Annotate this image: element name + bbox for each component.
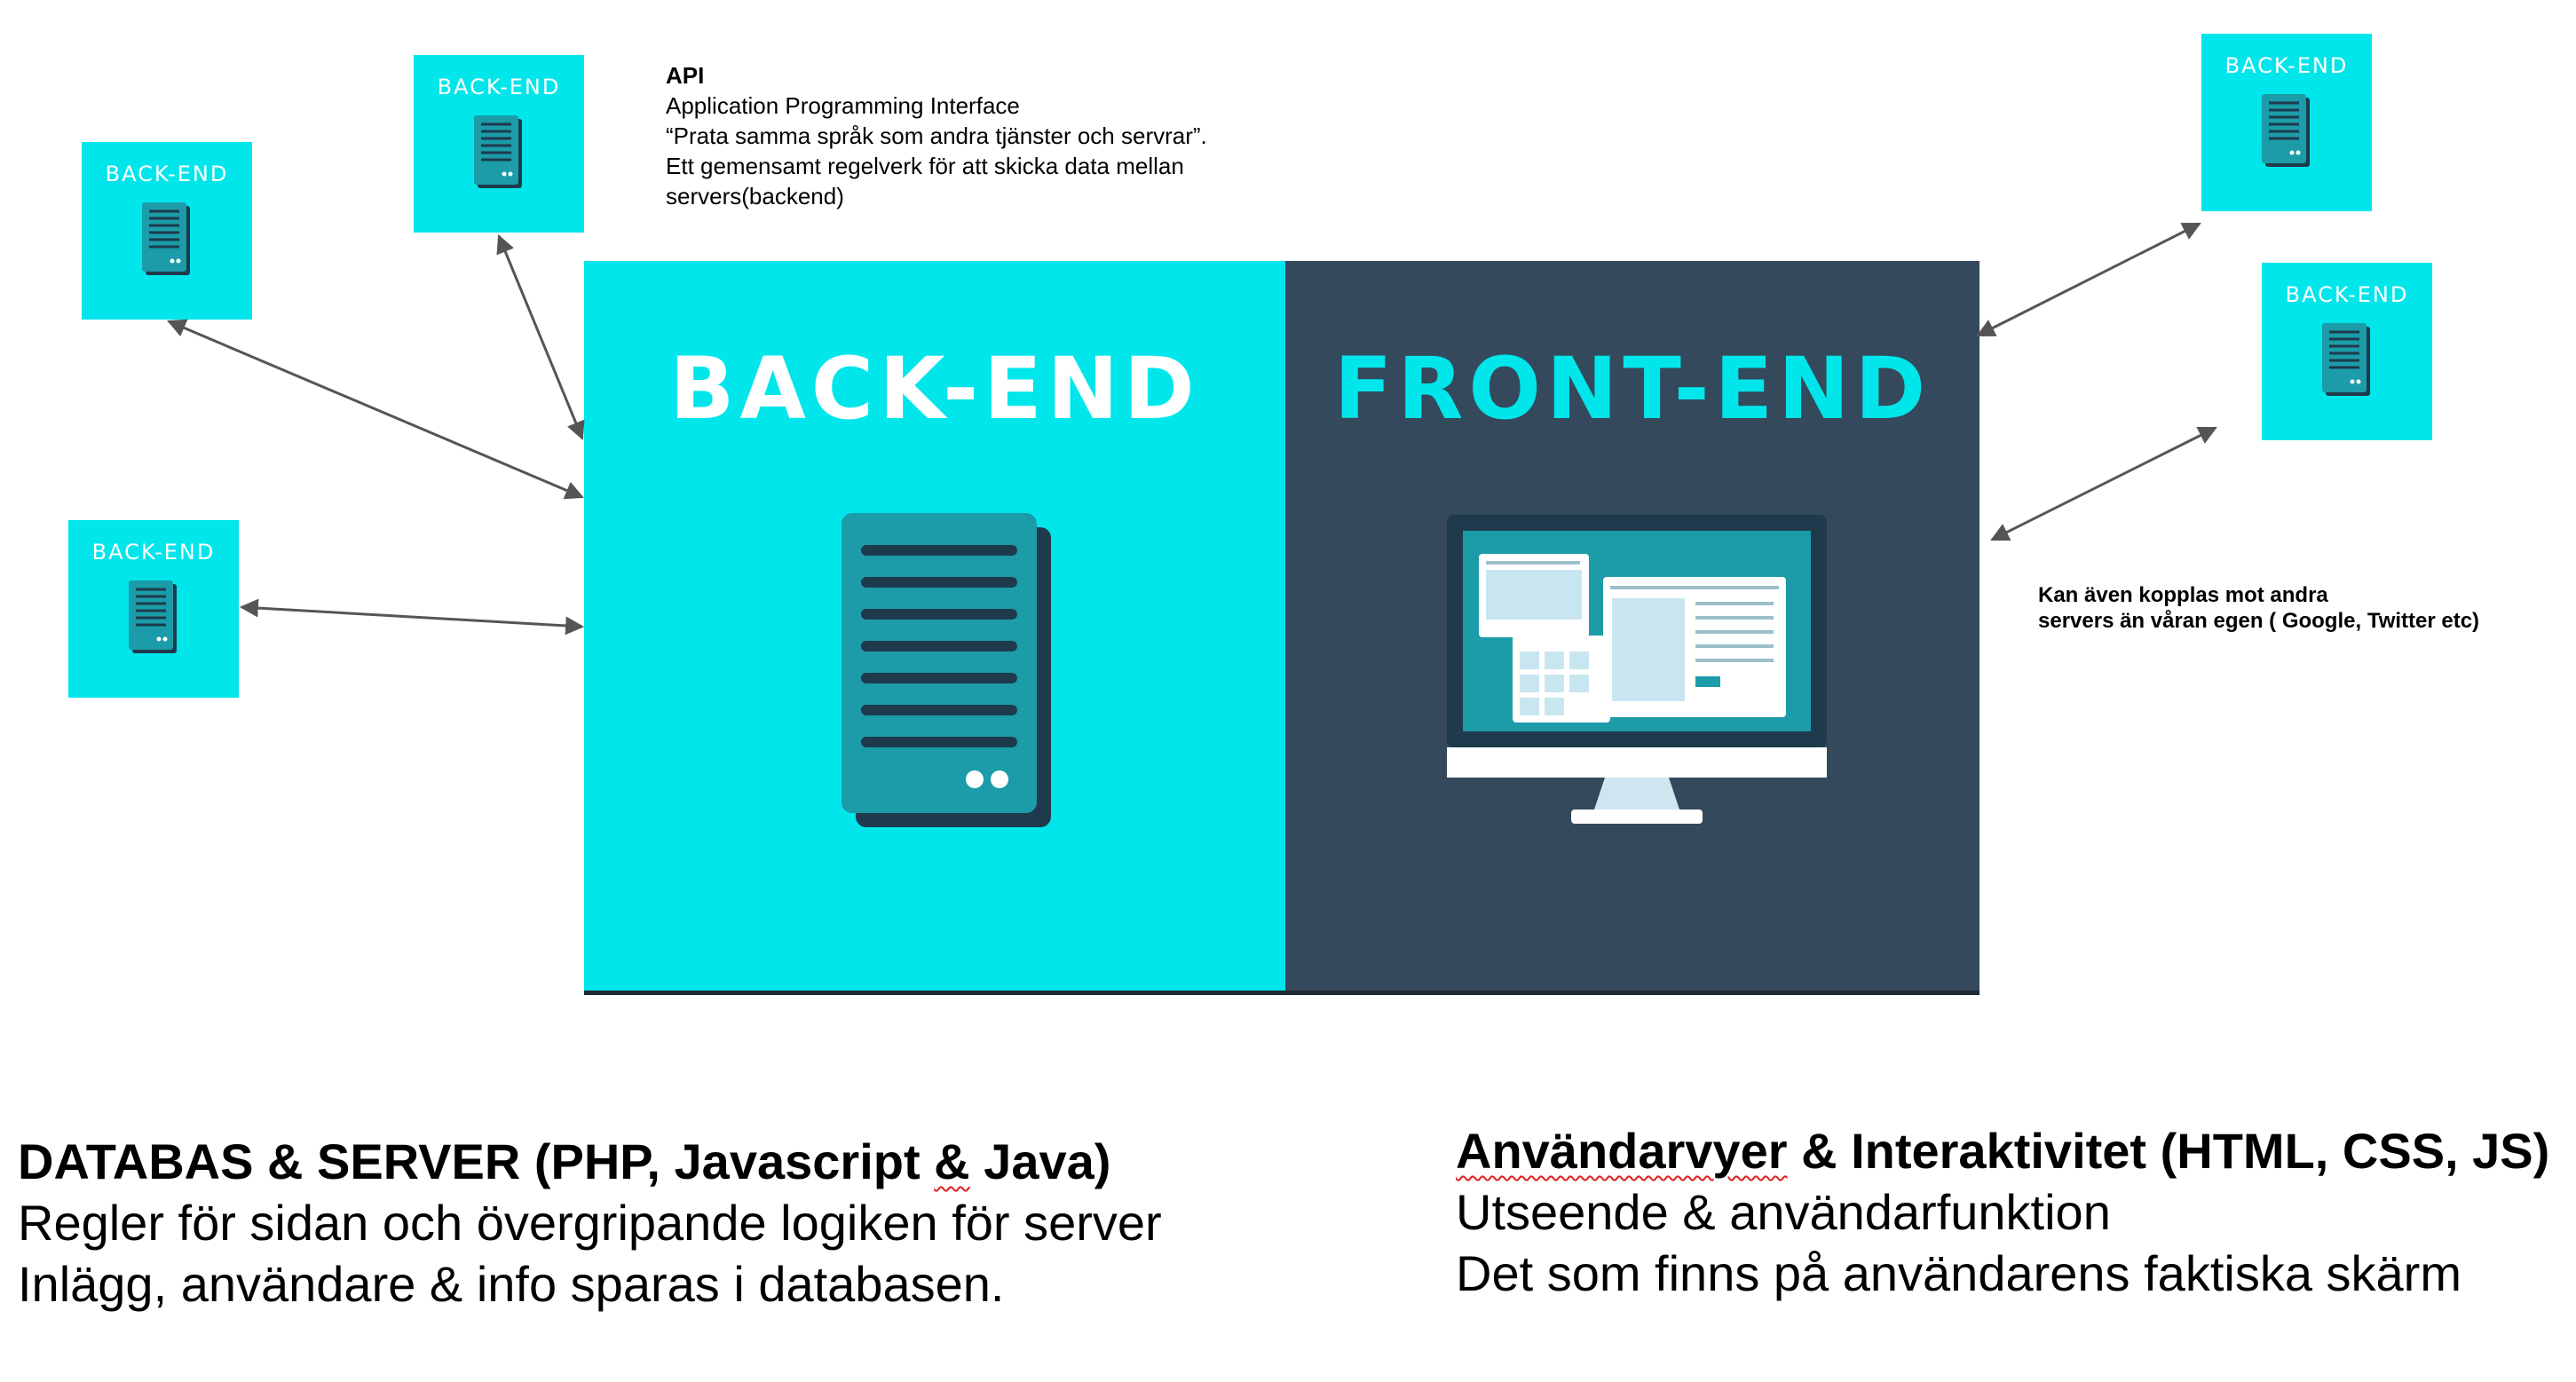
backend-box-right-middle: BACK-END: [2262, 263, 2432, 440]
frontend-panel: FRONT-END: [1285, 261, 1979, 992]
caption-right-heading-part: & Interaktivitet (HTML, CSS, JS): [1787, 1123, 2550, 1179]
api-line-4: servers(backend): [666, 183, 844, 209]
server-icon: [2322, 323, 2370, 396]
caption-left: DATABAS & SERVER (PHP, Javascript & Java…: [18, 1131, 1162, 1315]
side-note-line-1: Kan även kopplas mot andra: [2038, 583, 2328, 607]
server-icon: [474, 115, 522, 188]
server-icon: [129, 580, 177, 653]
caption-right: Användarvyer & Interaktivitet (HTML, CSS…: [1456, 1120, 2549, 1304]
frontend-title: FRONT-END: [1333, 339, 1932, 438]
arrow-top: [496, 234, 585, 440]
caption-left-heading-part: DATABAS & SERVER (PHP, Javascript: [18, 1133, 935, 1189]
caption-right-line-1: Utseende & användarfunktion: [1456, 1184, 2111, 1240]
server-icon: [842, 513, 1051, 827]
caption-left-heading: DATABAS & SERVER (PHP, Javascript & Java…: [18, 1131, 1162, 1192]
backend-panel: BACK-END: [584, 261, 1285, 992]
arrow-right-top: [1976, 222, 2201, 337]
caption-right-heading: Användarvyer & Interaktivitet (HTML, CSS…: [1456, 1120, 2549, 1181]
api-line-1: Application Programming Interface: [666, 92, 1020, 119]
server-icon: [2262, 94, 2310, 167]
backend-box-label: BACK-END: [2224, 53, 2349, 78]
caption-left-heading-amp: &: [934, 1133, 970, 1189]
caption-left-line-2: Inlägg, användare & info sparas i databa…: [18, 1256, 1005, 1312]
api-heading: API: [666, 62, 705, 89]
backend-box-left-top: BACK-END: [82, 142, 252, 320]
api-line-3: Ett gemensamt regelverk för att skicka d…: [666, 153, 1184, 179]
caption-right-line-2: Det som finns på användarens faktiska sk…: [1456, 1245, 2461, 1301]
backend-box-left-bottom: BACK-END: [68, 520, 239, 698]
backend-box-right-top: BACK-END: [2201, 34, 2372, 211]
api-note: API Application Programming Interface “P…: [666, 60, 1207, 211]
backend-box-label: BACK-END: [105, 162, 229, 186]
caption-left-heading-part: Java): [969, 1133, 1111, 1189]
arrow-right-middle: [1990, 426, 2217, 541]
backend-box-top: BACK-END: [414, 55, 584, 233]
backend-title: BACK-END: [669, 339, 1200, 438]
arrow-left-top: [167, 319, 584, 500]
backend-box-label: BACK-END: [91, 540, 216, 565]
caption-left-line-1: Regler för sidan och övergripande logike…: [18, 1195, 1162, 1251]
monitor-icon: [1447, 515, 1827, 824]
side-note-line-2: servers än våran egen ( Google, Twitter …: [2038, 609, 2480, 633]
panel-bottom-border: [584, 991, 1979, 995]
backend-box-label: BACK-END: [437, 75, 561, 99]
arrow-left-bottom: [239, 598, 585, 636]
side-note: Kan även kopplas mot andra servers än vå…: [2038, 582, 2479, 634]
server-icon: [142, 202, 190, 275]
caption-right-heading-part: Användarvyer: [1456, 1123, 1788, 1179]
api-line-2: “Prata samma språk som andra tjänster oc…: [666, 122, 1207, 149]
backend-box-label: BACK-END: [2285, 282, 2409, 307]
